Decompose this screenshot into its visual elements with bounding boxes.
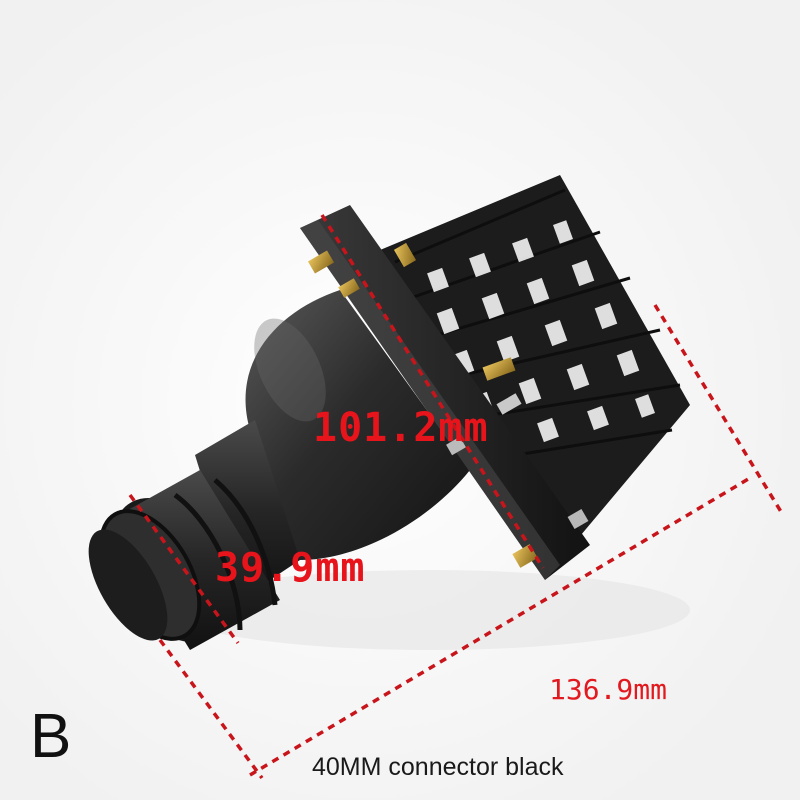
inlet-diameter-label: 39.9mm — [215, 545, 366, 591]
product-caption: 40MM connector black — [312, 753, 564, 781]
flange-dimension-line — [320, 214, 545, 569]
flange-diameter-label: 101.2mm — [313, 405, 489, 451]
variant-letter: B — [30, 702, 72, 771]
shadow — [170, 570, 690, 650]
length-extension-line — [653, 304, 785, 516]
valve-body — [245, 290, 470, 560]
inlet-neck — [195, 420, 300, 600]
flange-bolts — [307, 242, 589, 568]
inlet-dimension-line — [128, 493, 240, 645]
inlet-connector — [88, 470, 280, 650]
overall-length-label: 136.9mm — [549, 673, 668, 706]
length-extension-line-left — [158, 638, 264, 780]
length-dimension-line — [249, 476, 751, 777]
dimension-lines — [128, 214, 785, 780]
